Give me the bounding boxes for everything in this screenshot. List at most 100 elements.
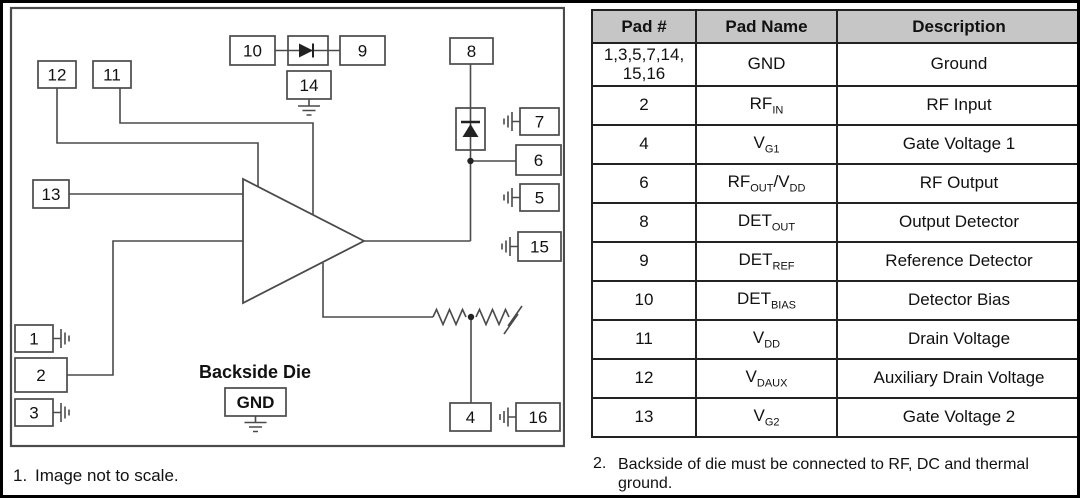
pad-number-cell: 11 [591, 319, 697, 360]
pad-name-cell: RFOUT/VDD [695, 163, 838, 204]
wire-pad12 [56, 88, 259, 188]
pad-box-13 [32, 179, 70, 209]
pad-box-8 [449, 37, 494, 65]
pad-name-cell: VG2 [695, 397, 838, 438]
pad-name-cell: DETOUT [695, 202, 838, 243]
pad-box-16 [515, 402, 561, 432]
pad-box-1 [14, 324, 54, 353]
wire-pad2 [67, 240, 243, 376]
pad-description-cell: Drain Voltage [836, 319, 1077, 360]
pad-name-cell: GND [695, 42, 838, 87]
footnote-2: 2. Backside of die must be connected to … [593, 455, 1042, 493]
pad-box-10 [229, 35, 276, 66]
pad-label-1: 1 [29, 330, 38, 349]
footnote-1: 1. Image not to scale. [13, 466, 179, 486]
junction-dot [467, 157, 474, 165]
pad-description-cell: Gate Voltage 1 [836, 124, 1077, 165]
pad-label-13: 13 [42, 185, 61, 204]
pad-description-cell: Ground [836, 42, 1077, 87]
footnote-1-number: 1. [13, 466, 28, 485]
pad-label-16: 16 [529, 408, 548, 427]
pad-label-3: 3 [29, 404, 38, 423]
rf-ground-icon [499, 407, 516, 427]
pad-description-cell: Auxiliary Drain Voltage [836, 358, 1077, 399]
resistor-network [432, 305, 523, 335]
pad-number-cell: 2 [591, 85, 697, 126]
pad-box-4 [449, 402, 492, 432]
pad-connection-diagram: 12 11 10 9 14 8 7 6 5 15 13 1 2 3 4 16 G… [9, 6, 565, 448]
wire-gate-tap [322, 263, 433, 318]
pad-number-cell: 9 [591, 241, 697, 282]
rf-ground-icon [53, 403, 70, 422]
rf-ground-icon [501, 237, 518, 256]
pad-name-cell: VDD [695, 319, 838, 360]
column-header-1: Pad Name [695, 9, 838, 44]
rf-ground-icon [503, 188, 520, 207]
pad-description-cell: RF Input [836, 85, 1077, 126]
pad-description-cell: RF Output [836, 163, 1077, 204]
pad-box-3 [14, 398, 54, 427]
diode-icon [462, 124, 479, 137]
pad-label-8: 8 [467, 42, 476, 61]
junction-dot [467, 313, 475, 321]
pad-name-cell: VG1 [695, 124, 838, 165]
edge-break-icon [503, 305, 523, 335]
footnote-2-text: Backside of die must be connected to RF,… [618, 456, 1029, 492]
detector-diode-top [287, 35, 329, 66]
pad-labels: 12 11 10 9 14 8 7 6 5 15 13 1 2 3 4 16 G… [29, 42, 549, 428]
pad-label-15: 15 [530, 238, 549, 257]
pad-description-cell: Reference Detector [836, 241, 1077, 282]
pad-name-cell: DETREF [695, 241, 838, 282]
pad-label-12: 12 [48, 66, 67, 85]
pad-description-cell: Gate Voltage 2 [836, 397, 1077, 438]
pad-label-6: 6 [534, 151, 543, 170]
pad-box-2 [14, 357, 68, 393]
pad-number-cell: 4 [591, 124, 697, 165]
pad-box-15 [517, 231, 562, 262]
pad-label-5: 5 [535, 189, 544, 208]
pad-label-11: 11 [103, 66, 121, 85]
resistor-icon [432, 307, 467, 327]
resistor-icon [475, 307, 510, 327]
column-header-0: Pad # [591, 9, 697, 44]
pad-box-14 [286, 70, 332, 100]
pad-description-cell: Detector Bias [836, 280, 1077, 321]
pad-name-cell: DETBIAS [695, 280, 838, 321]
pad-number-cell: 13 [591, 397, 697, 438]
diode-icon [299, 43, 313, 58]
backside-die-label: Backside Die [199, 362, 311, 382]
backside-gnd-label: GND [237, 393, 275, 412]
column-header-2: Description [836, 9, 1077, 44]
amplifier-triangle-icon [242, 177, 366, 305]
pad-label-9: 9 [358, 42, 367, 61]
pad-number-cell: 12 [591, 358, 697, 399]
pad-description-cell: Output Detector [836, 202, 1077, 243]
pad-boxes [14, 35, 562, 432]
footnote-1-text: Image not to scale. [35, 466, 179, 485]
pad-name-cell: VDAUX [695, 358, 838, 399]
pad-label-10: 10 [243, 42, 262, 61]
pad-label-2: 2 [36, 366, 45, 385]
ground-icon [298, 99, 320, 116]
pad-number-cell: 1,3,5,7,14,15,16 [591, 42, 697, 87]
pad-number-cell: 10 [591, 280, 697, 321]
pad-box-5 [519, 183, 560, 212]
pad-box-7 [519, 107, 560, 136]
backside-gnd-box [224, 387, 287, 417]
rf-ground-icon [503, 112, 520, 131]
pad-label-4: 4 [466, 408, 475, 427]
footnote-2-number: 2. [593, 455, 607, 472]
